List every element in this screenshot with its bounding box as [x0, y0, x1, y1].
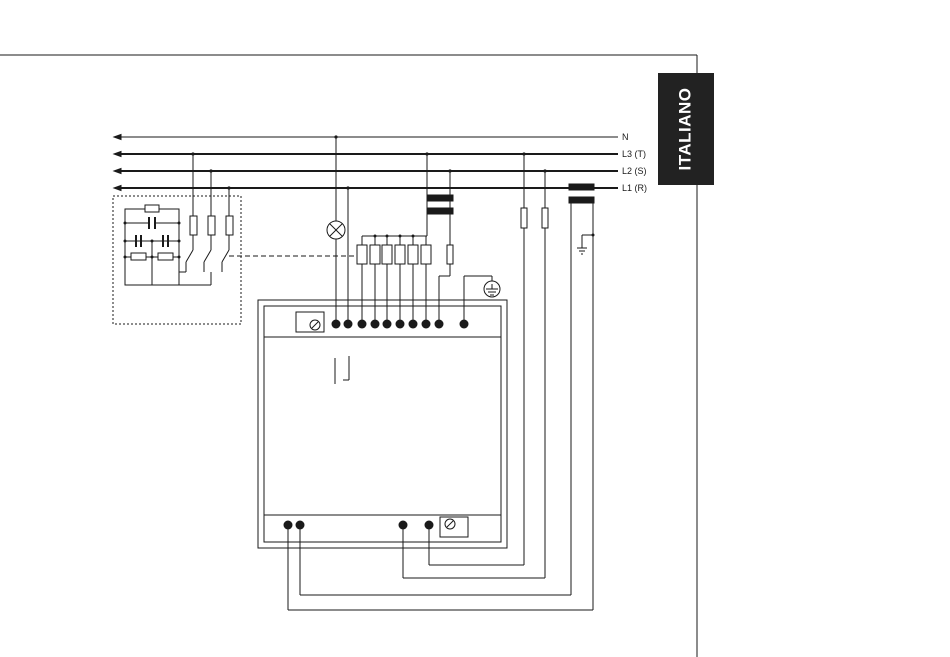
line-label-l2: L2 (S): [622, 166, 647, 176]
supply-lines: [114, 135, 618, 191]
measure-fuse-l3: [521, 208, 527, 228]
coil-6: [421, 245, 431, 264]
arrow-l2-icon: [114, 169, 121, 174]
arrow-n-icon: [114, 135, 121, 140]
coil-1: [357, 245, 367, 264]
bottom-terminals: [284, 521, 434, 530]
coil-3: [382, 245, 392, 264]
capacitor-bank: [113, 154, 241, 324]
language-tab-label: ITALIANO: [675, 87, 694, 170]
language-tab: ITALIANO: [658, 73, 714, 185]
ct-core-2: [427, 208, 453, 214]
measure-fuse-l2: [542, 208, 548, 228]
line-label-l1: L1 (R): [622, 183, 647, 193]
ct-l1-core-2: [569, 197, 594, 203]
control-feed: [427, 154, 453, 323]
coil-4: [395, 245, 405, 264]
control-fuse: [447, 245, 453, 264]
coil-2: [370, 245, 380, 264]
junction-dots: [191, 135, 546, 189]
ct-core-1: [427, 195, 453, 201]
top-terminals: [332, 320, 469, 329]
bank-fuse-2: [208, 216, 215, 235]
controller-inner-panel: [264, 306, 501, 542]
coil-5: [408, 245, 418, 264]
discharge-resistor-3: [158, 253, 173, 260]
signal-lamp: [327, 137, 348, 323]
top-adjust-screw: [296, 312, 324, 332]
discharge-resistor-1: [145, 205, 159, 212]
line-label-l3: L3 (T): [622, 149, 646, 159]
bank-fuse-1: [190, 216, 197, 235]
arrow-l3-icon: [114, 152, 121, 157]
bank-fuse-3: [226, 216, 233, 235]
contactor-coils: [357, 236, 431, 323]
internal-relay-contact: [335, 356, 349, 384]
line-label-n: N: [622, 132, 629, 142]
discharge-resistor-2: [131, 253, 146, 260]
ct-l1-core-1: [569, 184, 594, 190]
arrow-l1-icon: [114, 186, 121, 191]
controller-unit: [258, 300, 507, 548]
